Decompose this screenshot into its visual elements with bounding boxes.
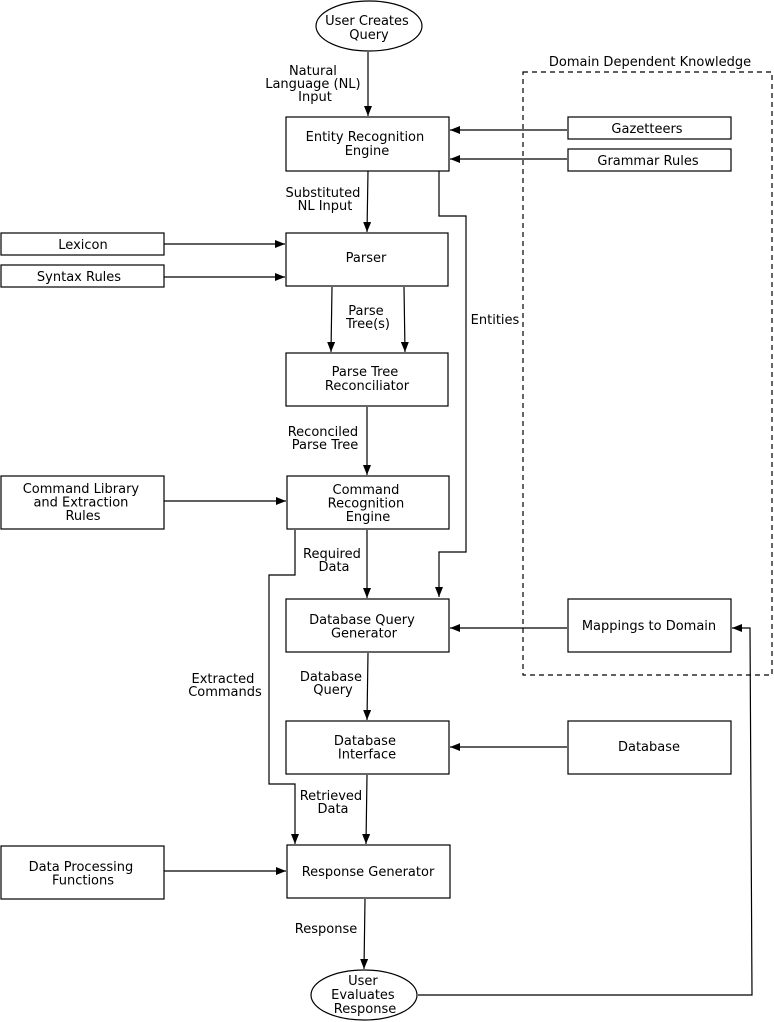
parse-tree-reconciliator-label: Parse Tree Reconciliator <box>325 365 410 394</box>
start-node-label: User Creates Query <box>325 14 413 43</box>
edge-entity-to-parser <box>363 170 372 233</box>
connectors <box>164 52 753 996</box>
label-extracted-commands: Extracted Commands <box>188 672 262 700</box>
edge-parser-to-reconciliator-left <box>327 286 336 353</box>
edge-response-to-end <box>360 898 369 970</box>
database-box: Database <box>567 720 732 775</box>
label-response: Response <box>295 922 357 937</box>
command-library-label: Command Library and Extraction Rules <box>23 482 144 524</box>
response-generator-box: Response Generator <box>286 844 451 899</box>
label-entities: Entities <box>471 313 520 328</box>
mappings-to-domain-label: Mappings to Domain <box>582 619 716 634</box>
label-substituted-nl-input: Substituted NL Input <box>285 186 364 214</box>
syntax-rules-label: Syntax Rules <box>37 270 121 285</box>
edge-parser-to-reconciliator-right <box>400 286 409 353</box>
gazetteers-box: Gazetteers <box>567 116 732 140</box>
start-node: User Creates Query <box>315 0 423 52</box>
edge-extracted-commands-to-response <box>268 530 299 844</box>
command-library-box: Command Library and Extraction Rules <box>0 475 165 530</box>
entity-recognition-engine-box: Entity Recognition Engine <box>285 116 450 172</box>
gazetteers-label: Gazetteers <box>611 122 682 137</box>
entity-recognition-engine-label: Entity Recognition Engine <box>306 130 429 159</box>
parse-tree-reconciliator-box: Parse Tree Reconciliator <box>285 352 449 407</box>
region-title: Domain Dependent Knowledge <box>549 55 751 70</box>
grammar-rules-label: Grammar Rules <box>597 154 698 169</box>
mappings-to-domain-box: Mappings to Domain <box>567 598 732 653</box>
database-query-generator-label: Database Query Generator <box>309 613 419 642</box>
database-query-generator-box: Database Query Generator <box>285 598 450 653</box>
parser-label: Parser <box>346 251 387 266</box>
edge-entities-to-query-generator <box>435 171 467 597</box>
command-recognition-engine-label: Command Recognition Engine <box>328 483 409 525</box>
grammar-rules-box: Grammar Rules <box>567 148 732 172</box>
end-node: User Evaluates Response <box>310 969 418 1021</box>
command-recognition-engine-box: Command Recognition Engine <box>286 475 450 530</box>
syntax-rules-box: Syntax Rules <box>0 264 165 288</box>
domain-knowledge-region: Domain Dependent Knowledge <box>522 55 773 676</box>
label-database-query: Database Query <box>300 670 366 698</box>
response-generator-label: Response Generator <box>302 865 435 880</box>
label-required-data: Required Data <box>303 547 365 575</box>
parser-box: Parser <box>285 232 449 287</box>
edge-interface-to-response <box>362 774 371 845</box>
lexicon-box: Lexicon <box>0 232 165 256</box>
edge-feedback-to-mappings <box>418 624 753 996</box>
database-interface-box: Database Interface <box>285 720 450 775</box>
label-nl-input: Natural Language (NL) Input <box>265 64 365 105</box>
end-node-label: User Evaluates Response <box>331 974 399 1017</box>
edge-query-generator-to-interface <box>363 652 372 721</box>
label-retrieved-data: Retrieved Data <box>300 789 367 817</box>
label-parse-trees: Parse Tree(s) <box>345 304 390 332</box>
edge-labels: Natural Language (NL) Input Substituted … <box>188 64 519 937</box>
data-processing-functions-label: Data Processing Functions <box>29 860 138 889</box>
database-label: Database <box>618 740 680 755</box>
lexicon-label: Lexicon <box>58 238 107 253</box>
database-interface-label: Database Interface <box>334 734 400 763</box>
data-processing-functions-box: Data Processing Functions <box>0 845 165 900</box>
label-reconciled-parse-tree: Reconciled Parse Tree <box>288 425 363 453</box>
